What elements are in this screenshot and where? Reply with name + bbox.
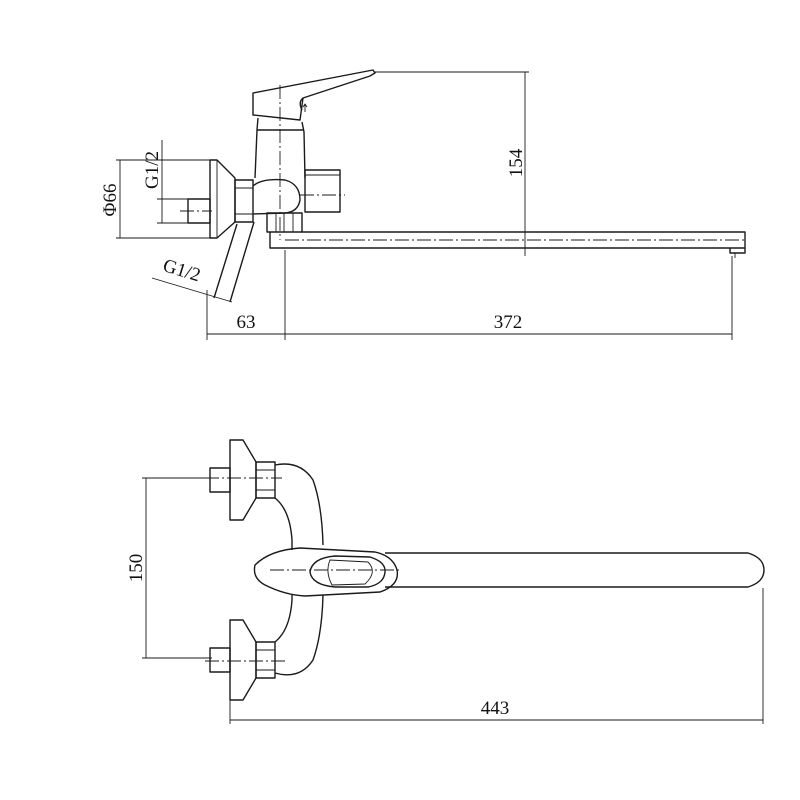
dim-label: 443	[481, 698, 510, 719]
side-view: Φ66 G1/2 G1/2 154 63 372	[100, 69, 746, 340]
dim-inlet-spacing: 150	[126, 477, 212, 659]
lower-inlet	[205, 619, 287, 701]
dim-overall-length: 443	[229, 588, 764, 724]
dim-horizontal: 63 372	[206, 250, 733, 340]
top-view: 150 443	[126, 439, 765, 724]
spout-top	[385, 552, 765, 588]
dim-label: 372	[494, 312, 523, 333]
dim-height: 154	[375, 71, 529, 256]
eccentric-connector	[213, 221, 255, 303]
dim-inlet-thread: G1/2	[142, 140, 188, 224]
inlet-nut	[234, 179, 254, 223]
spout-nut	[266, 212, 303, 233]
lever-handle	[252, 69, 376, 121]
dim-label: 150	[126, 554, 147, 583]
dim-label: 154	[506, 148, 527, 177]
mixer-body	[274, 463, 324, 676]
dim-label: 63	[237, 312, 256, 333]
diverter-nut	[304, 169, 341, 213]
valve-body	[254, 117, 306, 179]
lever-handle-top	[253, 547, 399, 597]
dim-label: Φ66	[100, 184, 121, 217]
dim-label: G1/2	[142, 151, 163, 189]
wall-flange	[209, 159, 236, 239]
upper-inlet	[205, 439, 282, 521]
dim-flange-diameter: Φ66	[100, 159, 210, 239]
dim-label: G1/2	[160, 255, 202, 286]
